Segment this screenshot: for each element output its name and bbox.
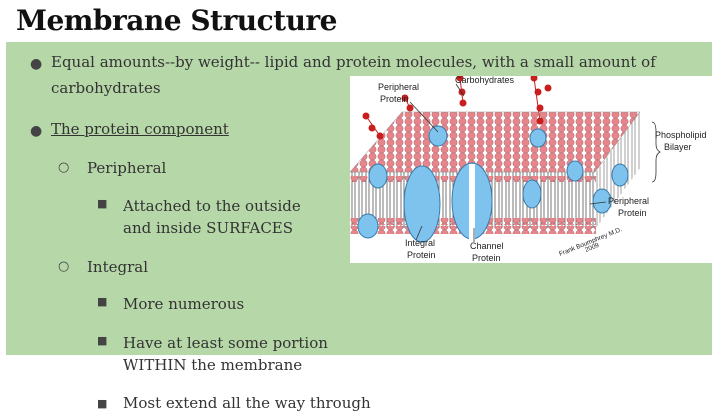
bullet-text: Attached to the outside [123,197,301,215]
bullet-text: Have at least some portion [123,334,328,352]
svg-text:Protein: Protein [472,253,501,263]
bullet-text-continued: carbohydrates [51,79,161,97]
bullet-square: ■ [97,295,108,308]
bullet-link-protein-component[interactable]: The protein component [51,120,229,138]
bullet-dot: ● [30,56,43,72]
svg-text:Peripheral: Peripheral [608,196,649,206]
bullet-text: Most extend all the way through [123,394,371,412]
svg-text:Peripheral: Peripheral [378,82,419,92]
svg-text:Protein: Protein [407,250,436,260]
svg-text:Carbohydrates: Carbohydrates [455,76,515,85]
bullet-text-continued: WITHIN the membrane [123,356,303,374]
svg-text:Channel: Channel [470,241,504,251]
svg-text:Protein: Protein [380,94,409,104]
bullet-text: More numerous [123,295,245,313]
bullet-square: ■ [97,197,108,210]
svg-text:Protein: Protein [618,208,647,218]
svg-text:Integral: Integral [405,238,435,248]
slide-title: Membrane Structure [16,4,338,37]
membrane-diagram: Peripheral Protein Carbohydrates Phospho… [349,74,713,263]
bullet-circle: ○ [58,160,70,175]
bullet-circle: ○ [58,259,70,274]
bullet-square: ■ [97,397,108,410]
integral-protein [403,165,441,243]
svg-text:Phospholipid: Phospholipid [655,130,707,140]
bullet-text-continued: and inside SURFACES [123,219,294,237]
bullet-text: Integral [87,258,149,276]
svg-text:Bilayer: Bilayer [664,142,692,152]
bullet-text: Equal amounts--by weight-- lipid and pro… [51,53,656,71]
peripheral-protein [592,188,612,214]
bullet-dot: ● [30,123,43,139]
upper-head-layer [349,111,641,173]
bullet-square: ■ [97,334,108,347]
bullet-text: Peripheral [87,159,167,177]
